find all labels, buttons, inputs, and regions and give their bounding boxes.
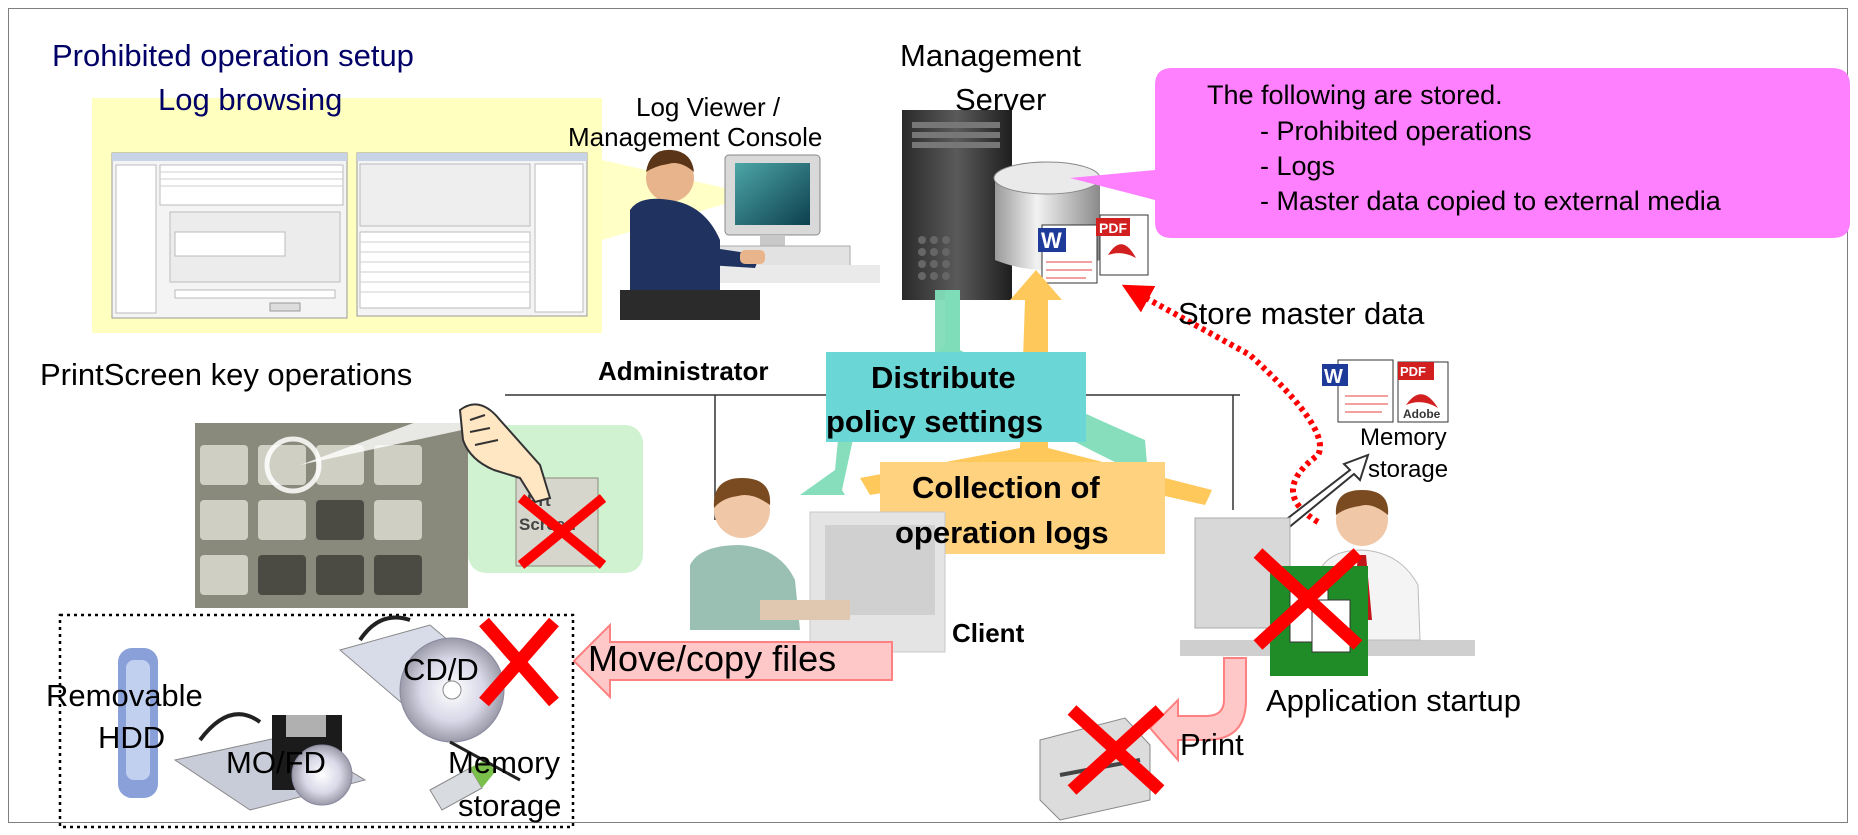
print-arrow bbox=[1148, 657, 1247, 763]
usb-memory-icon bbox=[429, 740, 521, 811]
cd-label: CD/D bbox=[403, 652, 479, 687]
move-copy-arrow bbox=[572, 622, 893, 700]
media-prohibited-icon bbox=[479, 617, 559, 707]
removable-hdd-icon bbox=[118, 648, 158, 798]
management-server-icon bbox=[902, 110, 1012, 300]
word-glyph-right: W bbox=[1324, 366, 1343, 388]
administrator-figure bbox=[620, 149, 880, 320]
storage-callout bbox=[1070, 68, 1850, 238]
collection-label-2: operation logs bbox=[895, 515, 1109, 550]
distribute-arrow-left bbox=[800, 290, 960, 495]
administrator-label: Administrator bbox=[598, 356, 769, 386]
pointing-hand-icon bbox=[458, 403, 552, 504]
keyboard-photo bbox=[195, 423, 468, 608]
external-media-box bbox=[58, 613, 575, 829]
callout-item-master: - Master data copied to external media bbox=[1260, 186, 1721, 216]
callout-item-prohibited: - Prohibited operations bbox=[1260, 116, 1532, 146]
log-viewer-label-2: Management Console bbox=[568, 122, 823, 152]
distribute-label-2: policy settings bbox=[826, 404, 1044, 439]
word-glyph: W bbox=[1041, 228, 1062, 253]
management-server-label-2: Server bbox=[955, 82, 1047, 117]
move-copy-label: Move/copy files bbox=[588, 638, 837, 679]
collect-arrow-head bbox=[1010, 270, 1062, 300]
application-startup-label: Application startup bbox=[1266, 683, 1522, 718]
console-window-right bbox=[356, 152, 588, 317]
distribute-box bbox=[826, 352, 1086, 442]
removable-hdd-label-1: Removable bbox=[46, 678, 203, 713]
distribute-label-1: Distribute bbox=[871, 360, 1016, 395]
prohibited-setup-label: Prohibited operation setup bbox=[52, 38, 414, 73]
print-prohibited-icon bbox=[1067, 705, 1165, 795]
distribute-arrow-right bbox=[935, 290, 1195, 495]
log-viewer-label-1: Log Viewer / bbox=[636, 92, 781, 122]
removable-hdd-label-2: HDD bbox=[98, 720, 166, 755]
print-label: Print bbox=[1180, 727, 1244, 762]
pdf-document-icon bbox=[1096, 214, 1149, 276]
pdf-document-icon-right bbox=[1397, 361, 1449, 423]
store-master-data-arrow bbox=[1121, 284, 1323, 525]
client-label: Client bbox=[952, 618, 1025, 648]
log-browsing-label: Log browsing bbox=[158, 82, 343, 117]
key-zoom-pointer bbox=[300, 405, 462, 465]
printscreen-prohibited-icon bbox=[517, 494, 607, 569]
pdf-glyph-right: PDF bbox=[1400, 364, 1426, 379]
application-prohibited-icon bbox=[1253, 548, 1363, 650]
console-window-left bbox=[111, 152, 348, 319]
memory-storage-label-1: Memory bbox=[448, 745, 560, 780]
memory-storage-right-label-2: storage bbox=[1368, 456, 1449, 483]
printscreen-label: PrintScreen key operations bbox=[40, 357, 413, 392]
store-master-data-label: Store master data bbox=[1178, 296, 1425, 331]
adobe-glyph-right: Adobe bbox=[1403, 407, 1441, 421]
callout-item-logs: - Logs bbox=[1260, 151, 1336, 181]
collection-label-1: Collection of bbox=[912, 470, 1100, 505]
client-figure bbox=[690, 478, 946, 653]
management-server-label-1: Management bbox=[900, 38, 1081, 73]
memory-storage-right-label-1: Memory bbox=[1360, 424, 1447, 451]
memory-storage-label-2: storage bbox=[458, 788, 562, 823]
word-document-icon-right bbox=[1322, 359, 1394, 423]
word-document-icon bbox=[1038, 224, 1098, 284]
mo-fd-label: MO/FD bbox=[226, 745, 326, 780]
diagram-frame bbox=[8, 8, 1848, 823]
pdf-glyph: PDF bbox=[1099, 220, 1127, 236]
callout-title: The following are stored. bbox=[1207, 80, 1503, 110]
cd-disc-icon bbox=[291, 744, 353, 806]
cd-drive-icon bbox=[338, 615, 505, 743]
